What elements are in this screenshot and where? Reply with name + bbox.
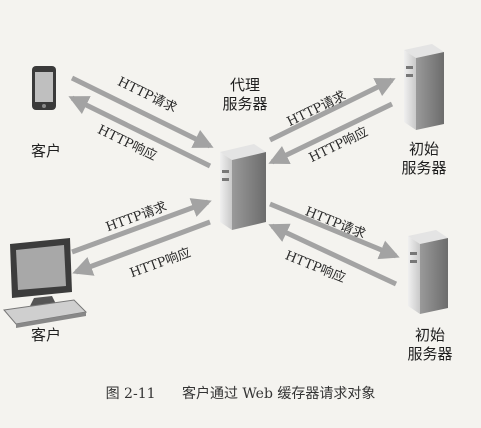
proxy-label: 代理 服务器	[222, 76, 268, 114]
origin-server-1-label-line2: 服务器	[401, 159, 447, 177]
desktop-computer-icon	[3, 238, 88, 328]
diagram-canvas	[3, 44, 448, 328]
origin-server-2-label-line1: 初始	[414, 326, 445, 344]
origin-server-1-label: 初始 服务器	[398, 140, 450, 178]
origin-server-2-icon	[408, 230, 448, 314]
arrow-origin2-response	[268, 223, 398, 287]
figure-number: 图 2-11	[105, 386, 156, 402]
proxy-label-line2: 服务器	[222, 95, 268, 113]
arrow-client1-request	[70, 75, 214, 149]
origin-server-1-icon	[404, 44, 444, 130]
phone-icon	[32, 66, 56, 110]
proxy-label-line1: 代理	[229, 76, 260, 94]
figure-caption: 图 2-11 客户通过 Web 缓存器请求对象	[0, 383, 481, 403]
origin-server-2-label-line2: 服务器	[407, 345, 453, 363]
origin-server-1-label-line1: 初始	[408, 140, 439, 158]
arrow-client1-response	[68, 95, 212, 169]
client-1-label: 客户	[30, 142, 61, 160]
arrow-client2-request	[71, 198, 212, 255]
figure-caption-text: 客户通过 Web 缓存器请求对象	[181, 386, 376, 402]
arrow-origin1-response	[268, 101, 394, 165]
arrow-client2-response	[72, 219, 211, 276]
arrow-origin1-request	[268, 77, 396, 143]
arrow-origin2-request	[269, 201, 400, 260]
origin-server-2-label: 初始 服务器	[404, 326, 456, 364]
client-2-label: 客户	[30, 326, 61, 344]
proxy-server-icon	[220, 144, 266, 230]
